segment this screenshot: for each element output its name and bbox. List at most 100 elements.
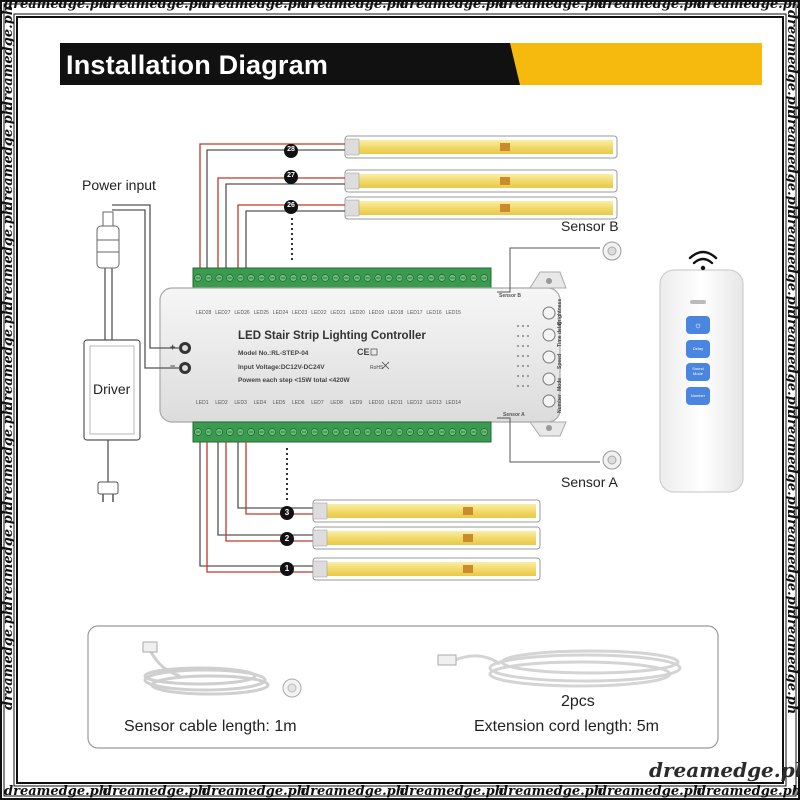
watermark-text: dreamedge.ph: [400, 784, 505, 799]
watermark-text: dreamedge.ph: [1, 105, 16, 210]
watermark-text: dreamedge.ph: [202, 784, 307, 799]
port-label: LED26: [234, 310, 250, 316]
watermark-text: dreamedge.ph: [4, 784, 109, 799]
port-label: LED22: [311, 310, 327, 316]
watermark-text: dreamedge.ph: [784, 410, 799, 515]
port-label: LED28: [196, 310, 212, 316]
extension-cord-label: Extension cord length: 5m: [474, 718, 659, 735]
minus-label: −: [170, 361, 176, 371]
watermark-text: dreamedge.ph: [1, 405, 16, 510]
watermark-text: dreamedge.ph: [1, 205, 16, 310]
bottom-strips: [312, 499, 541, 581]
controller-button-label: Mode: [557, 377, 563, 391]
port-label: LED25: [253, 310, 269, 316]
watermark-signature: dreamedge.ph: [649, 758, 800, 782]
controller-power: Powem each step <15W total <420W: [238, 377, 350, 384]
driver-label: Driver: [93, 381, 131, 397]
watermark-text: dreamedge.ph: [784, 210, 799, 315]
controller-button-label: Time delay: [557, 321, 563, 347]
watermark-text: dreamedge.ph: [202, 0, 307, 12]
port-label: LED12: [407, 400, 423, 406]
strip-number: 28: [287, 146, 295, 153]
watermark-text: dreamedge.ph: [103, 784, 208, 799]
watermark-text: dreamedge.ph: [697, 784, 800, 799]
controller-button-label: Number: [557, 394, 563, 413]
strip-number: 2: [284, 534, 290, 543]
watermark-text: dreamedge.ph: [400, 0, 505, 12]
sensor-a-label: Sensor A: [561, 474, 618, 490]
power-input-label: Power input: [82, 177, 156, 193]
watermark-text: dreamedge.ph: [784, 510, 799, 615]
remote-button-label[interactable]: ☼: [693, 320, 703, 330]
watermark-text: dreamedge.ph: [784, 610, 799, 715]
port-label: LED11: [388, 400, 403, 406]
port-label: LED5: [272, 400, 286, 406]
port-label: LED24: [272, 310, 289, 316]
port-label: LED13: [426, 400, 442, 406]
pcs-label: 2pcs: [561, 693, 595, 710]
watermark-text: dreamedge.ph: [598, 784, 703, 799]
port-label: LED3: [234, 400, 247, 406]
port-label: LED27: [215, 310, 231, 316]
port-label: LED23: [292, 310, 308, 316]
port-label: LED7: [311, 400, 324, 406]
watermark-text: dreamedge.ph: [697, 0, 800, 12]
port-label: LED20: [349, 310, 365, 316]
port-label: LED19: [368, 310, 385, 316]
sensor-b-port-label: Sensor B: [499, 293, 521, 299]
watermark-text: dreamedge.ph: [598, 0, 703, 12]
watermark-text: dreamedge.ph: [301, 0, 406, 12]
top-strips: [344, 135, 618, 220]
strip-number: 3: [284, 508, 290, 517]
port-label: LED14: [445, 400, 461, 406]
port-label: LED2: [215, 400, 228, 406]
controller-model: Model No.:RL-STEP-04: [238, 350, 309, 357]
controller-voltage: Input Voltage:DC12V-DC24V: [238, 364, 325, 371]
port-label: LED1: [196, 400, 209, 406]
controller-button-label: Speed: [557, 353, 563, 369]
sensor-b-wire: [497, 247, 600, 293]
port-label: LED4: [253, 400, 267, 406]
bottom-terminal-block: [192, 421, 492, 443]
sensor-a-port-label: Sensor A: [503, 412, 525, 418]
remote-button-label[interactable]: Number: [690, 393, 706, 398]
port-label: LED21: [330, 310, 346, 316]
port-label: LED6: [292, 400, 305, 406]
controller-title: LED Stair Strip Lighting Controller: [238, 330, 426, 342]
page-title: Installation Diagram: [66, 50, 329, 80]
title-accent: [510, 43, 762, 85]
watermark-text: dreamedge.ph: [784, 10, 799, 115]
sensor-a-wire: [497, 417, 600, 463]
watermark-text: dreamedge.ph: [1, 305, 16, 410]
remote-button-label[interactable]: Delay: [692, 346, 704, 351]
watermark-text: dreamedge.ph: [1, 605, 16, 710]
remote-button-label[interactable]: Sound Mode: [692, 366, 704, 376]
sensor-cable-label: Sensor cable length: 1m: [124, 718, 297, 735]
port-label: LED15: [445, 310, 461, 316]
port-label: LED16: [426, 310, 442, 316]
strip-number: 27: [287, 172, 295, 179]
strip-number: 1: [284, 564, 290, 573]
top-wires: [199, 143, 345, 268]
port-label: LED17: [407, 310, 423, 316]
port-label: LED8: [330, 400, 343, 406]
watermark-text: dreamedge.ph: [301, 784, 406, 799]
watermark-text: dreamedge.ph: [784, 310, 799, 415]
sensor-b-label: Sensor B: [561, 218, 619, 234]
watermark-text: dreamedge.ph: [1, 505, 16, 610]
watermark-text: dreamedge.ph: [499, 784, 604, 799]
driver-box: [83, 339, 141, 441]
extension-cord-image: [454, 649, 682, 688]
watermark-text: dreamedge.ph: [1, 5, 16, 110]
watermark-text: dreamedge.ph: [784, 110, 799, 215]
wifi-icon: [688, 250, 718, 271]
strip-number: 26: [287, 202, 295, 209]
sensor-cable-image: [143, 649, 270, 696]
controller-buttons: [542, 306, 556, 408]
watermark-text: dreamedge.ph: [4, 0, 109, 12]
port-label: LED9: [349, 400, 363, 406]
power-wiring: [104, 204, 180, 486]
svg-text:RoHS: RoHS: [370, 365, 384, 371]
